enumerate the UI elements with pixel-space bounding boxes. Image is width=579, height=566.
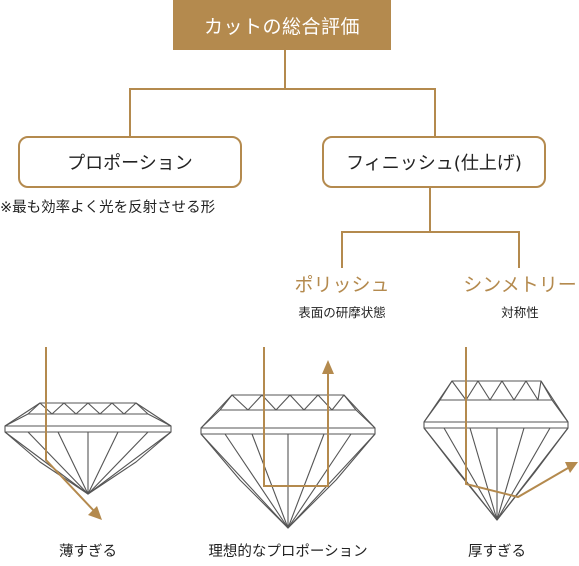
caption-deep: 厚すぎる xyxy=(468,544,526,560)
finish-box: フィニッシュ(仕上げ) xyxy=(322,136,546,188)
light-path-deep xyxy=(465,347,578,499)
light-path-ideal xyxy=(263,347,334,487)
proportion-note: ※最も効率よく光を反射させる形 xyxy=(0,200,216,216)
finish-label: フィニッシュ(仕上げ) xyxy=(346,153,522,174)
polish-title: ポリッシュ xyxy=(294,274,390,296)
symmetry-subtitle: 対称性 xyxy=(501,305,539,320)
proportion-label: プロポーション xyxy=(67,153,193,174)
polish-subtitle: 表面の研摩状態 xyxy=(298,305,386,320)
diamond-deep xyxy=(423,380,569,521)
proportion-box: プロポーション xyxy=(18,136,242,188)
diamond-ideal xyxy=(200,394,376,529)
caption-ideal: 理想的なプロポーション xyxy=(208,544,368,560)
light-path-shallow xyxy=(45,347,102,520)
caption-shallow: 薄すぎる xyxy=(59,544,117,560)
tree-connectors xyxy=(129,50,520,268)
diamond-shallow xyxy=(4,402,172,495)
page-title: カットの総合評価 xyxy=(173,0,391,50)
symmetry-title: シンメトリー xyxy=(463,274,577,296)
